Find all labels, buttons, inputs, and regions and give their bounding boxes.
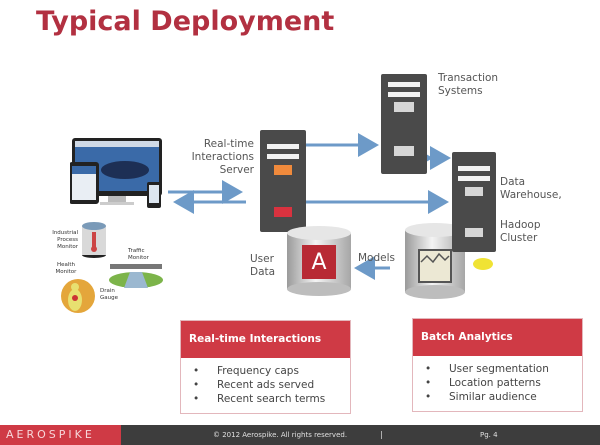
batch-box-title: Batch Analytics [413,319,582,356]
list-item: Location patterns [425,376,582,390]
footer-separator: | [380,430,383,439]
aerospike-logo: AEROSPIKE [0,425,121,445]
realtime-server-icon [260,130,306,232]
list-item: User segmentation [425,362,582,376]
user-data-label: User Data [250,253,276,278]
health-monitor-icon [60,278,96,314]
industrial-monitor-icon [80,222,108,258]
page-number: Pg. 4 [480,431,498,439]
aerospike-db-logo: A [311,250,327,275]
copyright-text: © 2012 Aerospike. All rights reserved. [213,431,348,439]
list-item: Recent search terms [193,392,350,406]
batch-analytics-box: Batch Analytics User segmentation Locati… [412,318,583,412]
slide-title: Typical Deployment [36,6,335,37]
traffic-monitor-label: Traffic Monitor [128,248,149,261]
list-item: Frequency caps [193,364,350,378]
hadoop-elephant-icon [472,256,494,270]
user-data-database-icon [285,225,353,297]
traffic-monitor-icon [108,262,164,288]
transaction-server-icon [381,74,427,174]
transaction-systems-label: Transaction Systems [438,72,499,97]
realtime-box-list: Frequency caps Recent ads served Recent … [181,358,350,406]
data-warehouse-label: Data Warehouse, [500,176,562,201]
batch-box-list: User segmentation Location patterns Simi… [413,356,582,404]
list-item: Similar audience [425,390,582,404]
industrial-monitor-label: Industrial Process Monitor [52,230,78,250]
realtime-box-title: Real-time Interactions [181,321,350,358]
drain-gauge-label: Drain Gauge [100,288,118,301]
realtime-server-label: Real-time Interactions Server [191,138,254,176]
footer-bar [0,425,600,445]
realtime-interactions-box: Real-time Interactions Frequency caps Re… [180,320,351,414]
warehouse-server-icon [452,152,496,252]
hadoop-cluster-label: Hadoop Cluster [500,219,541,244]
health-monitor-label: Health Monitor [55,262,77,275]
responsive-devices-icon [69,138,165,210]
models-label: Models [358,252,395,264]
list-item: Recent ads served [193,378,350,392]
